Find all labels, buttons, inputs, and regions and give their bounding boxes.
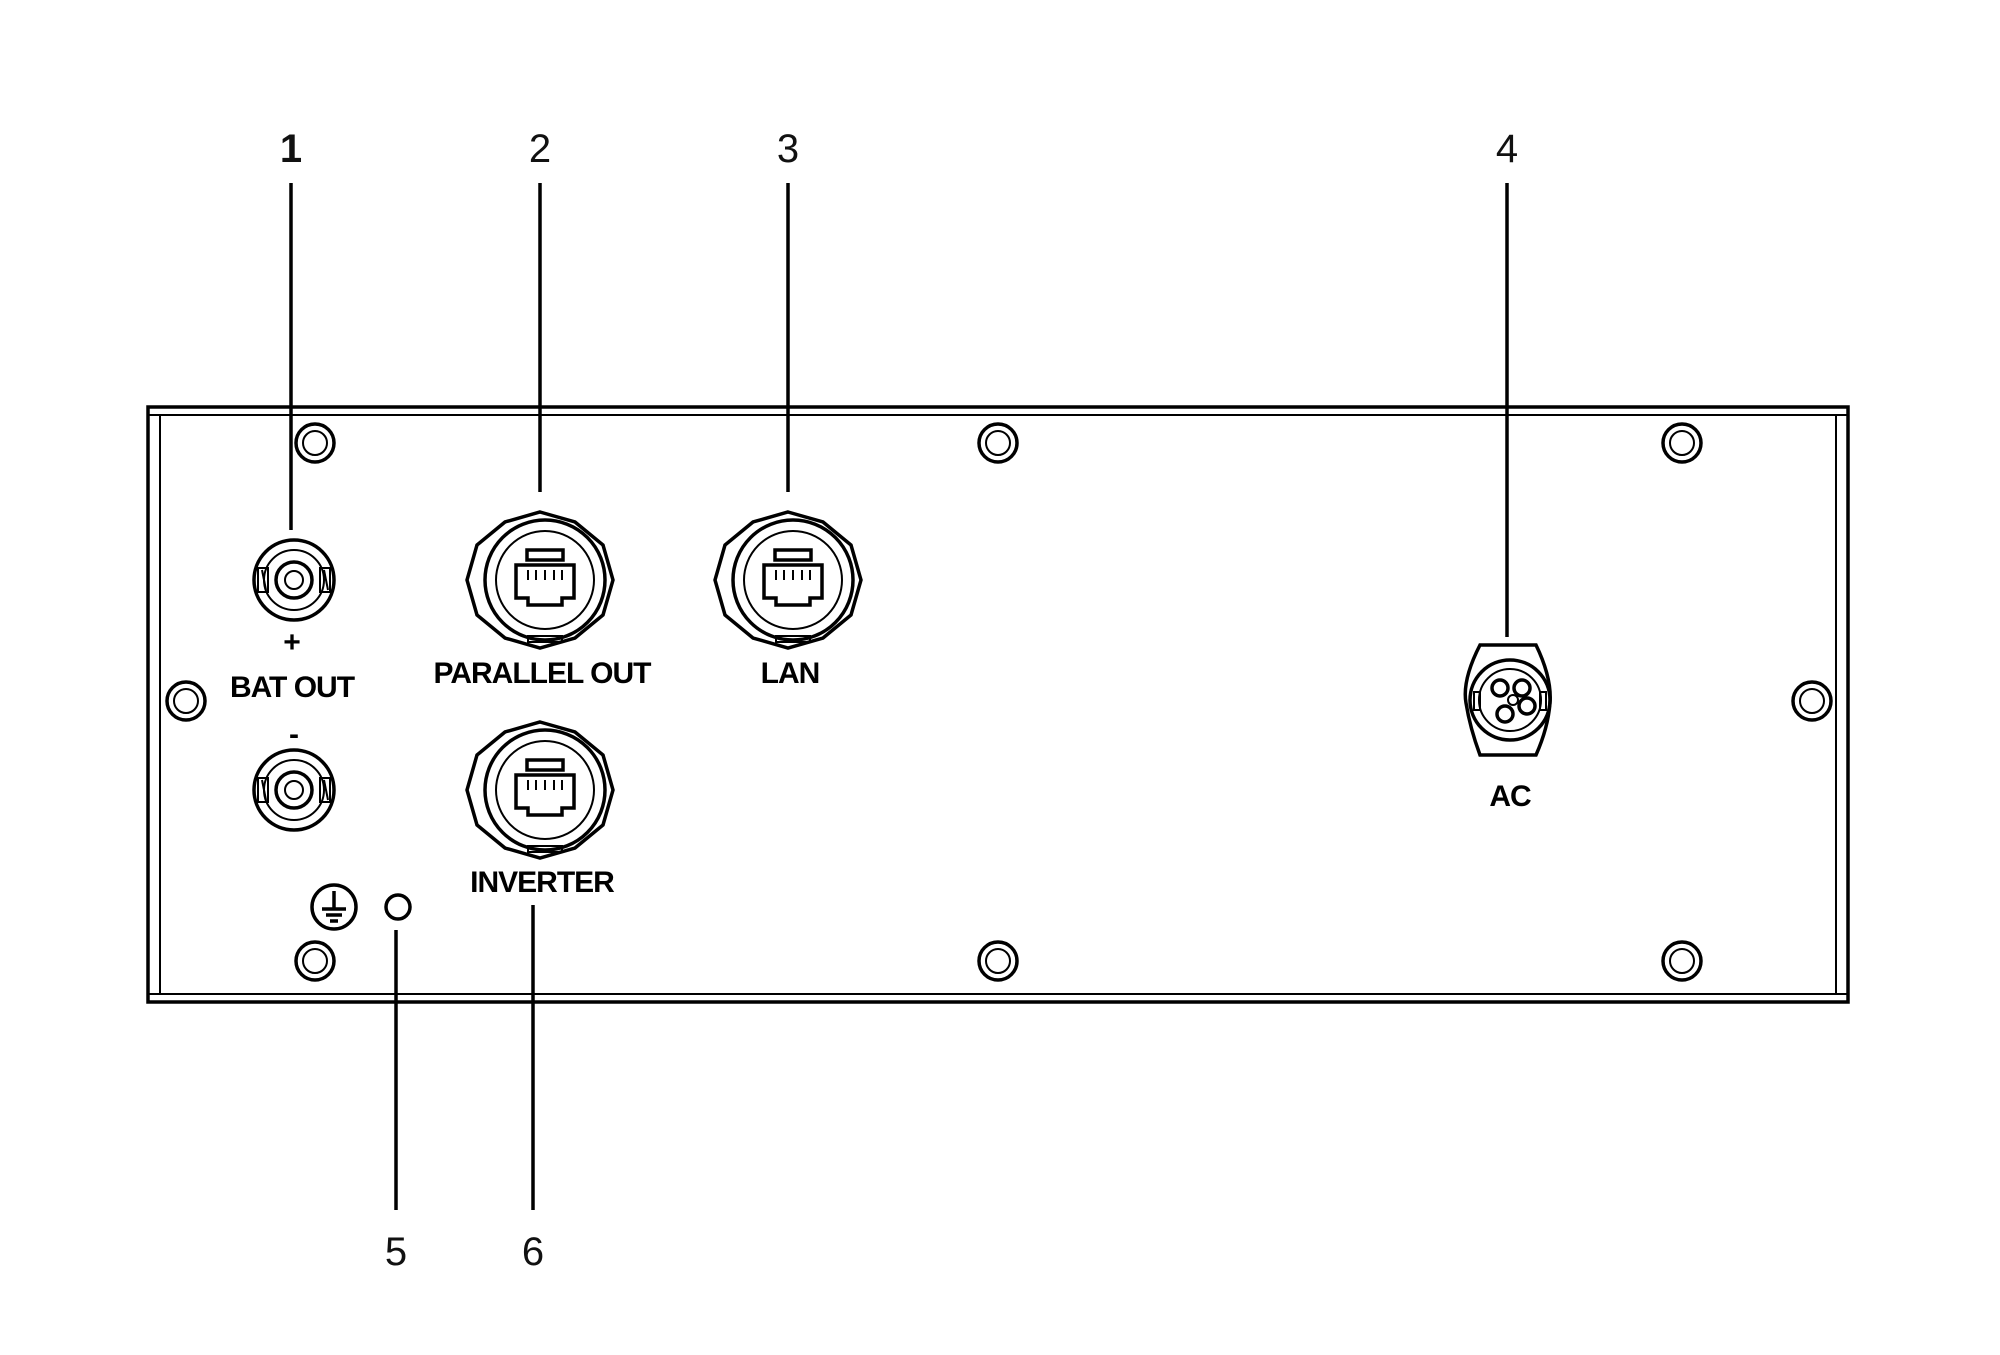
lan-label: LAN <box>761 657 820 690</box>
lan-connector[interactable] <box>713 510 863 650</box>
ac-label: AC <box>1489 780 1531 813</box>
screw-holes <box>165 422 1833 982</box>
screw-icon <box>1661 422 1703 464</box>
dc-connector-icon <box>252 538 336 622</box>
rj45-connector-icon <box>465 510 615 650</box>
screw-icon <box>1661 940 1703 982</box>
bat-plus-symbol: + <box>283 626 301 659</box>
screw-icon <box>977 940 1019 982</box>
callout-2: 2 <box>529 127 551 171</box>
panel-outline <box>146 405 1850 1004</box>
bat-out-negative-connector[interactable] <box>252 748 336 832</box>
ground-symbol-icon <box>310 883 358 931</box>
parallel-out-label: PARALLEL OUT <box>434 657 652 690</box>
dc-connector-icon <box>252 748 336 832</box>
screw-icon <box>294 940 336 982</box>
rj45-connector-icon <box>465 720 615 860</box>
bat-minus-symbol: - <box>289 718 299 751</box>
bat-out-label: BAT OUT <box>230 671 355 704</box>
screw-icon <box>294 422 336 464</box>
callout-5: 5 <box>385 1230 407 1274</box>
rj45-connector-icon <box>713 510 863 650</box>
parallel-out-connector[interactable] <box>465 510 615 650</box>
screw-icon <box>977 422 1019 464</box>
ac-connector[interactable] <box>1463 643 1552 757</box>
callout-1: 1 <box>280 127 302 171</box>
callout-lines <box>289 183 1509 1210</box>
ground-terminal[interactable] <box>384 893 412 921</box>
callout-3: 3 <box>777 127 799 171</box>
callout-6: 6 <box>522 1230 544 1274</box>
ac-circular-connector-icon <box>1463 643 1552 757</box>
screw-icon <box>1791 680 1833 722</box>
inverter-connector[interactable] <box>465 720 615 860</box>
callout-4: 4 <box>1496 127 1518 171</box>
screw-icon <box>165 680 207 722</box>
bat-out-positive-connector[interactable] <box>252 538 336 622</box>
inverter-label: INVERTER <box>470 866 615 899</box>
